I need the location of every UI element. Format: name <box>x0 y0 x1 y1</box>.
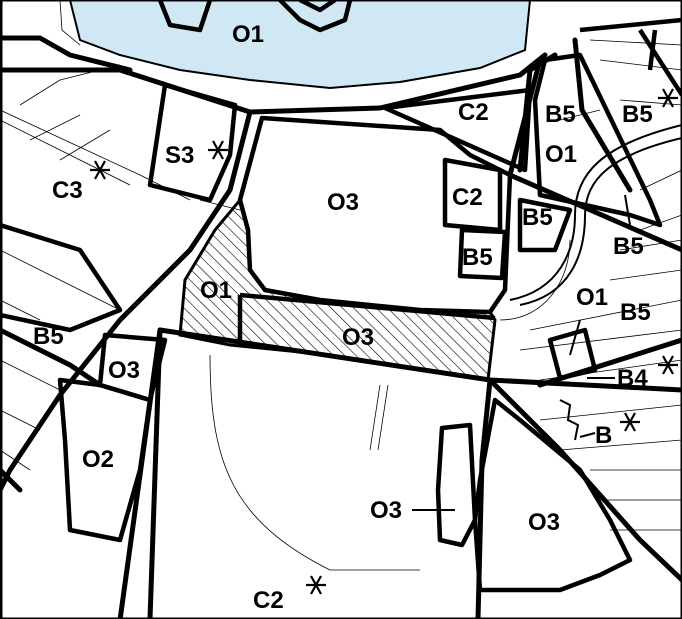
zone-label-b5-ne2: B5 <box>622 101 653 128</box>
water-area <box>68 0 532 90</box>
zone-label-b5-ne1: B5 <box>545 101 576 128</box>
zone-label-c2-s: C2 <box>253 587 284 614</box>
zone-label-o1-e: O1 <box>545 141 577 168</box>
zone-label-c2-ne: C2 <box>458 99 489 126</box>
leader-lines <box>412 194 631 511</box>
zone-label-b5-e1: B5 <box>522 204 553 231</box>
zone-label-c3: C3 <box>52 177 83 204</box>
zone-label-b5-e2: B5 <box>613 233 644 260</box>
zone-label-o3-s: O3 <box>370 497 402 524</box>
zone-label-s3: S3 <box>165 142 194 169</box>
water-edge-line <box>59 0 81 46</box>
zone-label-b5-w: B5 <box>33 323 64 350</box>
zone-label-b5-e4: B5 <box>620 299 651 326</box>
asterisk-markers <box>90 88 678 595</box>
zone-label-o3-hatch: O3 <box>342 324 374 351</box>
waterfront-buildings <box>157 0 353 33</box>
zone-label-c2-mid: C2 <box>452 184 483 211</box>
zone-label-o3-se: O3 <box>528 509 560 536</box>
zone-label-b5-e3: B5 <box>462 244 493 271</box>
zone-label-o1-top: O1 <box>232 21 264 48</box>
zone-label-o3-center: O3 <box>327 189 359 216</box>
zone-label-o1-e2: O1 <box>576 284 608 311</box>
zone-label-b4: B4 <box>617 365 648 392</box>
zone-label-o1-hatch: O1 <box>200 277 232 304</box>
zone-labels: O1 C2 B5 B5 S3 C3 O3 C2 O1 B5 B5 B5 O1 O… <box>33 21 653 614</box>
zone-label-o3-w: O3 <box>108 357 140 384</box>
zone-label-o2: O2 <box>82 446 114 473</box>
zone-label-b: B <box>595 422 612 449</box>
